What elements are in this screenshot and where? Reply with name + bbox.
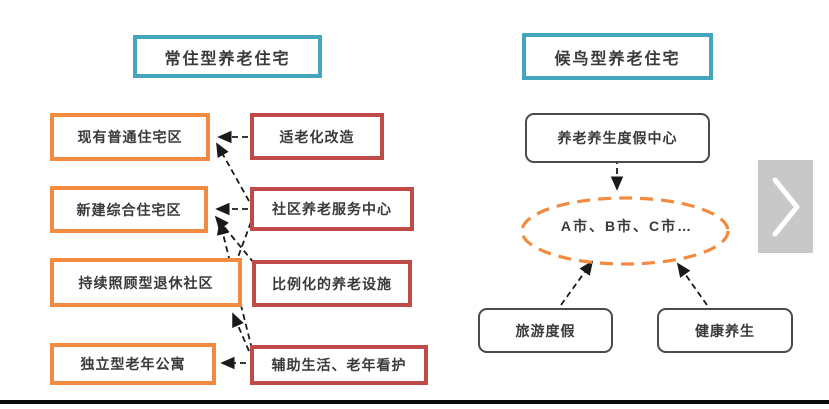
- node-existing-residential-area: 现有普通住宅区: [50, 113, 210, 161]
- node-travel-vacation: 旅游度假: [478, 308, 613, 353]
- node-independent-senior-apartment: 独立型老年公寓: [50, 343, 216, 385]
- arrow-health-to-cities: [676, 262, 708, 306]
- node-assisted-living-nursing: 辅助生活、老年看护: [250, 345, 428, 385]
- carousel-next-button[interactable]: [758, 160, 813, 253]
- arrow-servicecenter-to-existing: [216, 142, 250, 202]
- node-new-comprehensive-area: 新建综合住宅区: [50, 186, 208, 233]
- node-aging-friendly-retrofit: 适老化改造: [250, 113, 384, 160]
- left-diagram-title: 常住型养老住宅: [133, 35, 322, 78]
- node-proportional-eldercare-facilities: 比例化的养老设施: [252, 260, 412, 307]
- arrow-travel-to-cities: [560, 260, 594, 306]
- bottom-border-line: [0, 400, 829, 404]
- right-diagram-title: 候鸟型养老住宅: [522, 33, 713, 80]
- node-eldercare-wellness-resort-center: 养老养生度假中心: [525, 113, 710, 163]
- node-community-eldercare-center: 社区养老服务中心: [250, 187, 414, 231]
- cities-label: A市、B市、C市…: [560, 218, 694, 234]
- node-ccrc-community: 持续照顾型退休社区: [50, 258, 242, 307]
- chevron-right-icon: [772, 177, 799, 236]
- node-health-wellness: 健康养生: [657, 308, 793, 353]
- arrow-assistedliving-to-ccrc: [232, 312, 250, 352]
- arrow-facilities-to-newbuild: [214, 215, 255, 264]
